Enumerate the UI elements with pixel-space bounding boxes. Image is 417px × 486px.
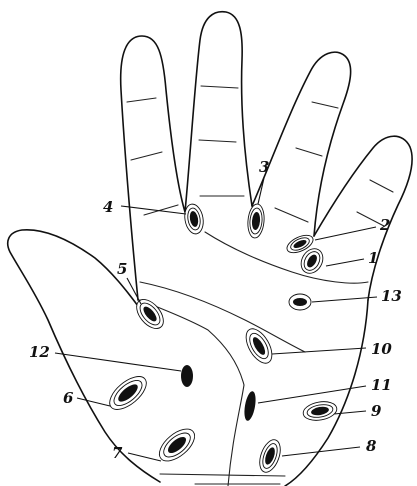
point-labels: 1 2 3 4 5 6 7 8 9 10 11 12 13 [29,158,402,462]
point-6 [104,370,152,415]
leader-4 [121,206,186,214]
little-crease-1 [370,180,393,192]
ring-finger-outline [252,52,351,236]
label-7: 7 [112,444,123,462]
leader-9 [334,411,366,414]
label-1: 1 [368,249,378,267]
index-crease-2 [131,152,162,160]
head-line [140,282,305,352]
label-8: 8 [366,437,377,455]
label-11: 11 [371,376,392,394]
leader-6 [77,398,110,406]
leader-11 [258,386,366,403]
little-finger-outline [314,136,412,300]
index-finger-outline [121,36,185,300]
palm-creases [127,86,393,486]
middle-finger-outline [185,12,252,212]
label-10: 10 [371,340,392,358]
index-crease-1 [127,98,156,102]
label-5: 5 [117,260,127,278]
point-8 [256,437,285,475]
point-12 [181,365,193,387]
point-5 [131,295,168,334]
label-12: 12 [29,343,50,361]
point-11 [242,390,257,421]
label-6: 6 [63,389,74,407]
label-4: 4 [103,198,113,216]
wrist-line-1 [160,474,285,476]
hand-outline [8,12,412,486]
point-9 [302,399,339,423]
heart-line [205,232,368,283]
label-13: 13 [381,287,402,305]
label-2: 2 [379,216,390,234]
leader-lines [55,178,377,461]
point-13 [289,294,311,310]
middle-crease-2 [199,140,236,142]
label-3: 3 [259,158,269,176]
leader-10 [272,348,366,354]
label-9: 9 [371,402,382,420]
leader-2 [315,227,376,240]
palm-right-outline [285,300,368,486]
leader-12 [55,353,181,371]
ring-crease-3 [275,208,308,222]
point-10 [241,325,277,368]
ring-crease-2 [296,148,322,156]
middle-crease-1 [201,86,238,88]
ring-crease-1 [312,102,338,108]
leader-1 [326,259,364,266]
point-3 [247,203,266,238]
point-7 [154,423,200,467]
leader-7 [128,453,161,461]
